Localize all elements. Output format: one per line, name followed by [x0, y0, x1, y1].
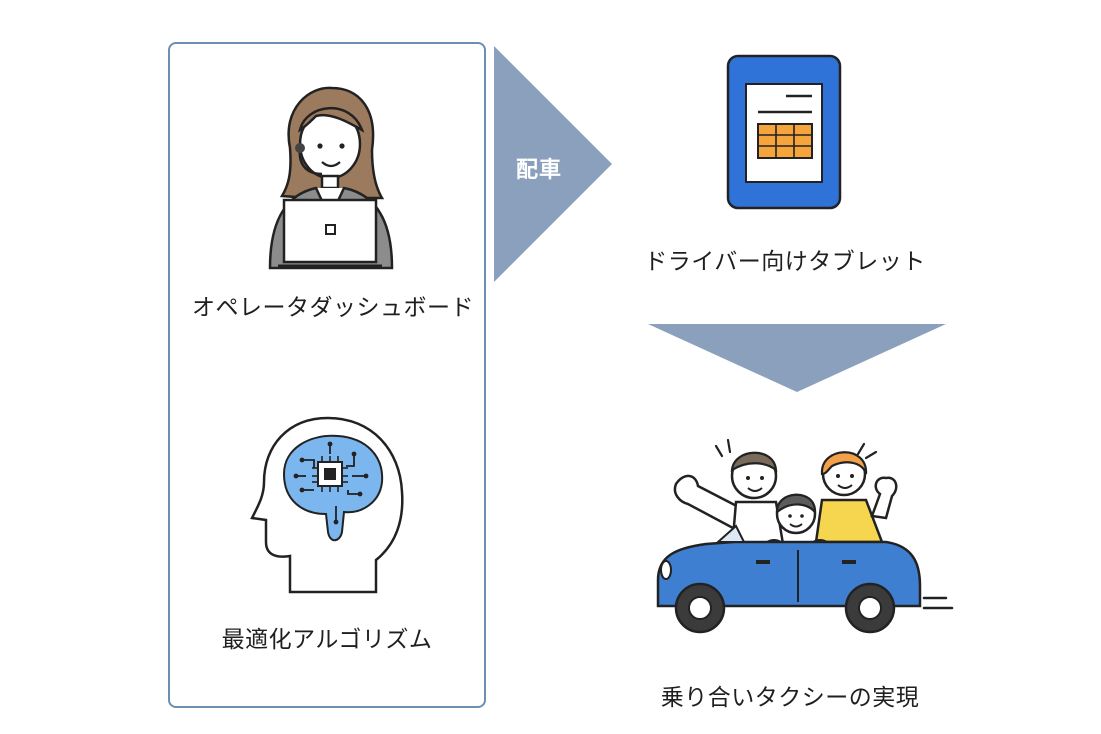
dispatch-arrow: [494, 46, 612, 282]
tablet-icon: [726, 54, 842, 210]
dispatch-label: 配車: [516, 158, 563, 183]
driver-tablet-label: ドライバー向けタブレット: [644, 249, 926, 275]
operator-with-laptop-icon: [268, 86, 394, 270]
rideshare-taxi-label: 乗り合いタクシーの実現: [660, 685, 920, 711]
optimization-algorithm-label: 最適化アルゴリズム: [221, 627, 433, 653]
down-arrow: [648, 324, 946, 392]
family-in-car-icon: [656, 438, 954, 634]
operator-dashboard-label: オペレータダッシュボード: [192, 295, 474, 321]
ai-brain-chip-icon: [250, 416, 404, 594]
